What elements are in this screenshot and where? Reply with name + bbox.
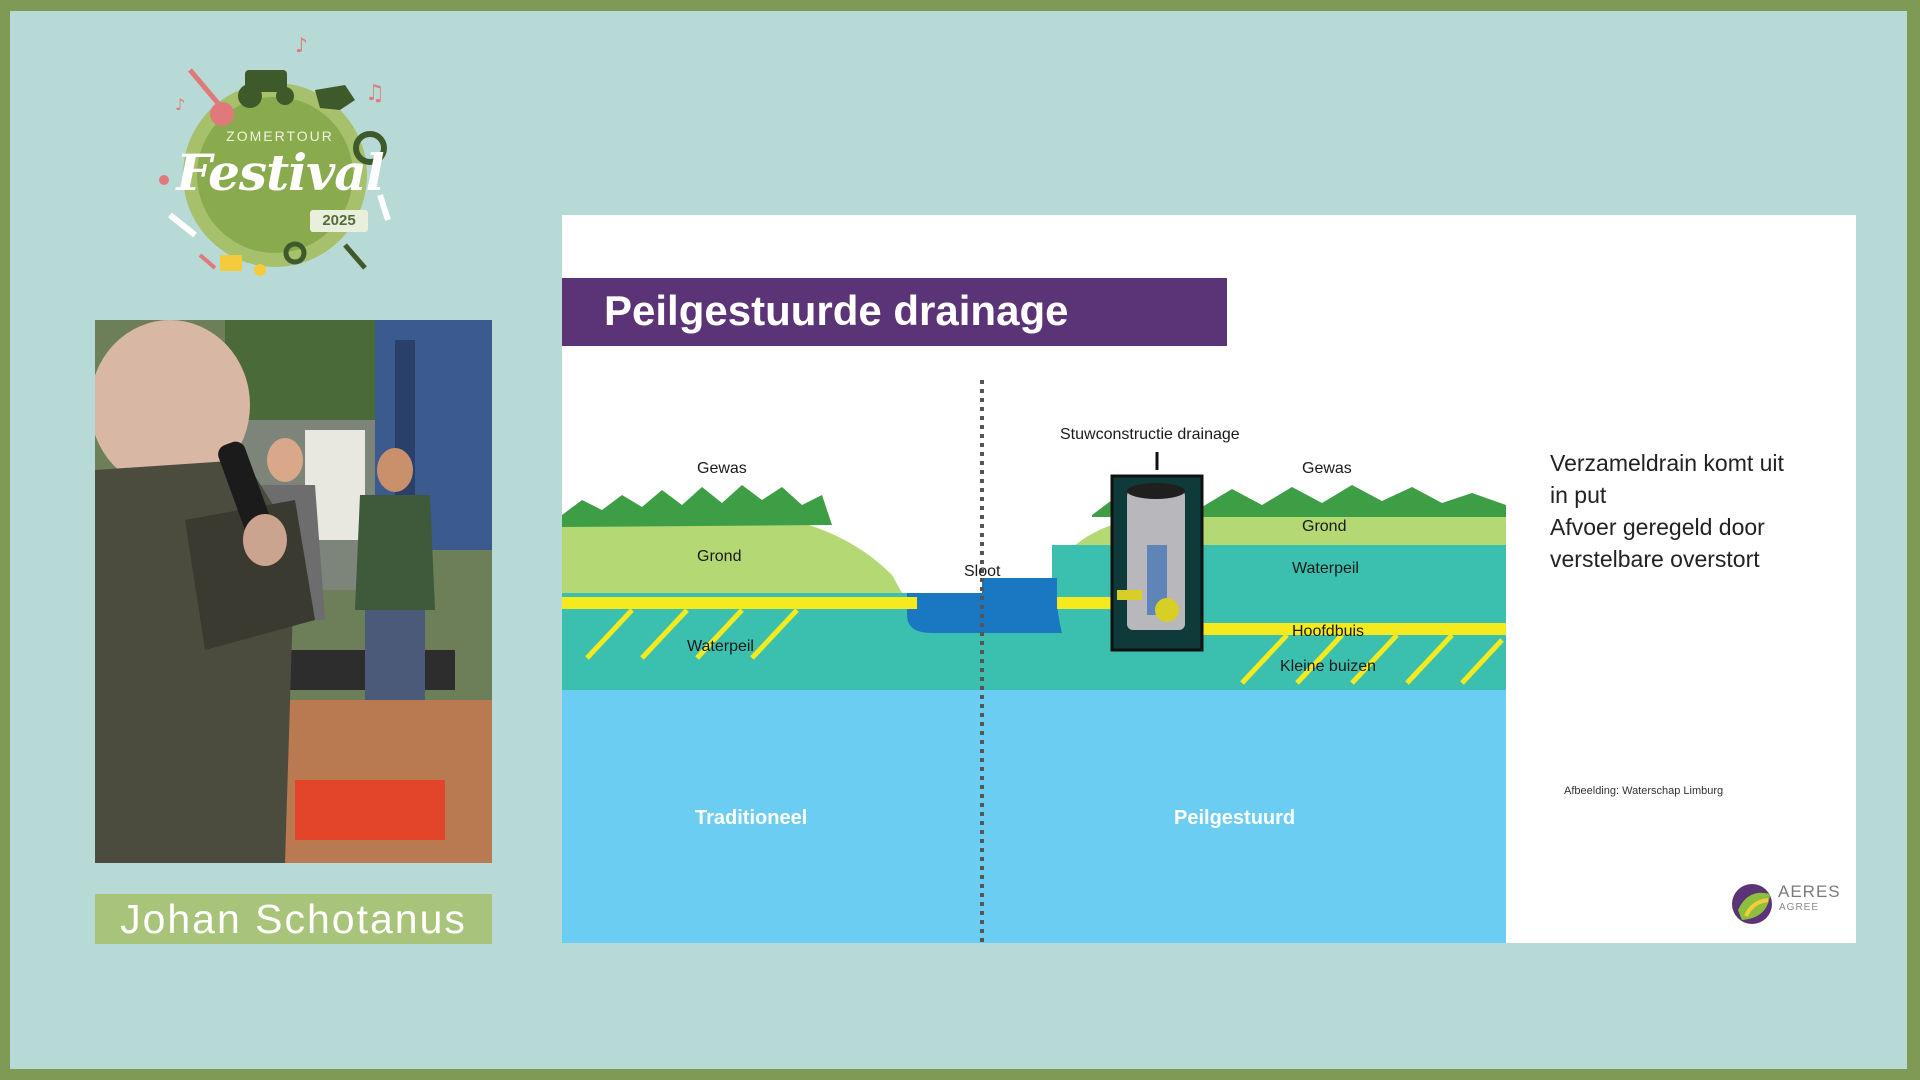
svg-text:♫: ♫ bbox=[365, 81, 385, 106]
label-grond-right: Grond bbox=[1302, 518, 1346, 535]
aeres-logo: AERES AGREE bbox=[1730, 880, 1840, 926]
label-sloot: Sloot bbox=[964, 563, 1001, 580]
slide-side-text: Verzameldrain komt uit in put Afvoer ger… bbox=[1550, 447, 1830, 575]
svg-text:♪: ♪ bbox=[175, 95, 185, 114]
stuw-put bbox=[1110, 452, 1204, 652]
side-text-line: Verzameldrain komt uit bbox=[1550, 450, 1784, 476]
drainage-diagram: Gewas Grond Waterpeil Sloot Stuwconstruc… bbox=[562, 346, 1856, 943]
slide-title: Peilgestuurde drainage bbox=[604, 287, 1069, 334]
label-gewas-left: Gewas bbox=[697, 460, 747, 477]
small-drains-left bbox=[585, 608, 799, 660]
aeres-subname: AGREE bbox=[1779, 902, 1820, 913]
logo-zomertour-text: ZOMERTOUR bbox=[226, 128, 334, 144]
label-stuwconstructie: Stuwconstructie drainage bbox=[1060, 426, 1240, 443]
speaker-name: Johan Schotanus bbox=[120, 896, 467, 942]
label-waterpeil-right: Waterpeil bbox=[1292, 560, 1359, 577]
svg-text:♪: ♪ bbox=[295, 33, 308, 57]
festival-logo: ♪ ♫ ♪ ZOMERTOUR Festival 2025 bbox=[150, 30, 410, 290]
slide-title-bar: Peilgestuurde drainage bbox=[562, 278, 1227, 346]
speaker-video bbox=[95, 320, 492, 863]
aeres-name: AERES bbox=[1778, 882, 1841, 901]
side-text-line: verstelbare overstort bbox=[1550, 546, 1760, 572]
hoofdbuis-drain bbox=[1202, 623, 1506, 635]
groundwater-area bbox=[562, 688, 1506, 943]
side-text-line: Afvoer geregeld door bbox=[1550, 514, 1765, 540]
label-gewas-right: Gewas bbox=[1302, 460, 1352, 477]
side-text-line: in put bbox=[1550, 482, 1607, 508]
label-hoofdbuis: Hoofdbuis bbox=[1292, 623, 1364, 640]
label-kleine-buizen: Kleine buizen bbox=[1280, 658, 1376, 675]
image-credit: Afbeelding: Waterschap Limburg bbox=[1564, 785, 1724, 797]
speaker-name-plate: Johan Schotanus bbox=[95, 894, 492, 944]
logo-festival-text: Festival bbox=[176, 143, 384, 202]
aeres-logo-icon bbox=[1732, 884, 1772, 924]
speaker-video-frame bbox=[95, 320, 492, 863]
presentation-slide: Gewas Grond Waterpeil Sloot Stuwconstruc… bbox=[562, 215, 1856, 943]
logo-year-badge: 2025 bbox=[310, 210, 368, 232]
drain-left bbox=[562, 597, 917, 609]
grond-left bbox=[562, 511, 902, 593]
label-traditioneel: Traditioneel bbox=[695, 807, 807, 829]
label-grond-left: Grond bbox=[697, 548, 741, 565]
label-peilgestuurd: Peilgestuurd bbox=[1174, 807, 1295, 829]
small-drains-right bbox=[1240, 633, 1504, 685]
label-waterpeil-left: Waterpeil bbox=[687, 638, 754, 655]
crop-left bbox=[562, 485, 832, 527]
